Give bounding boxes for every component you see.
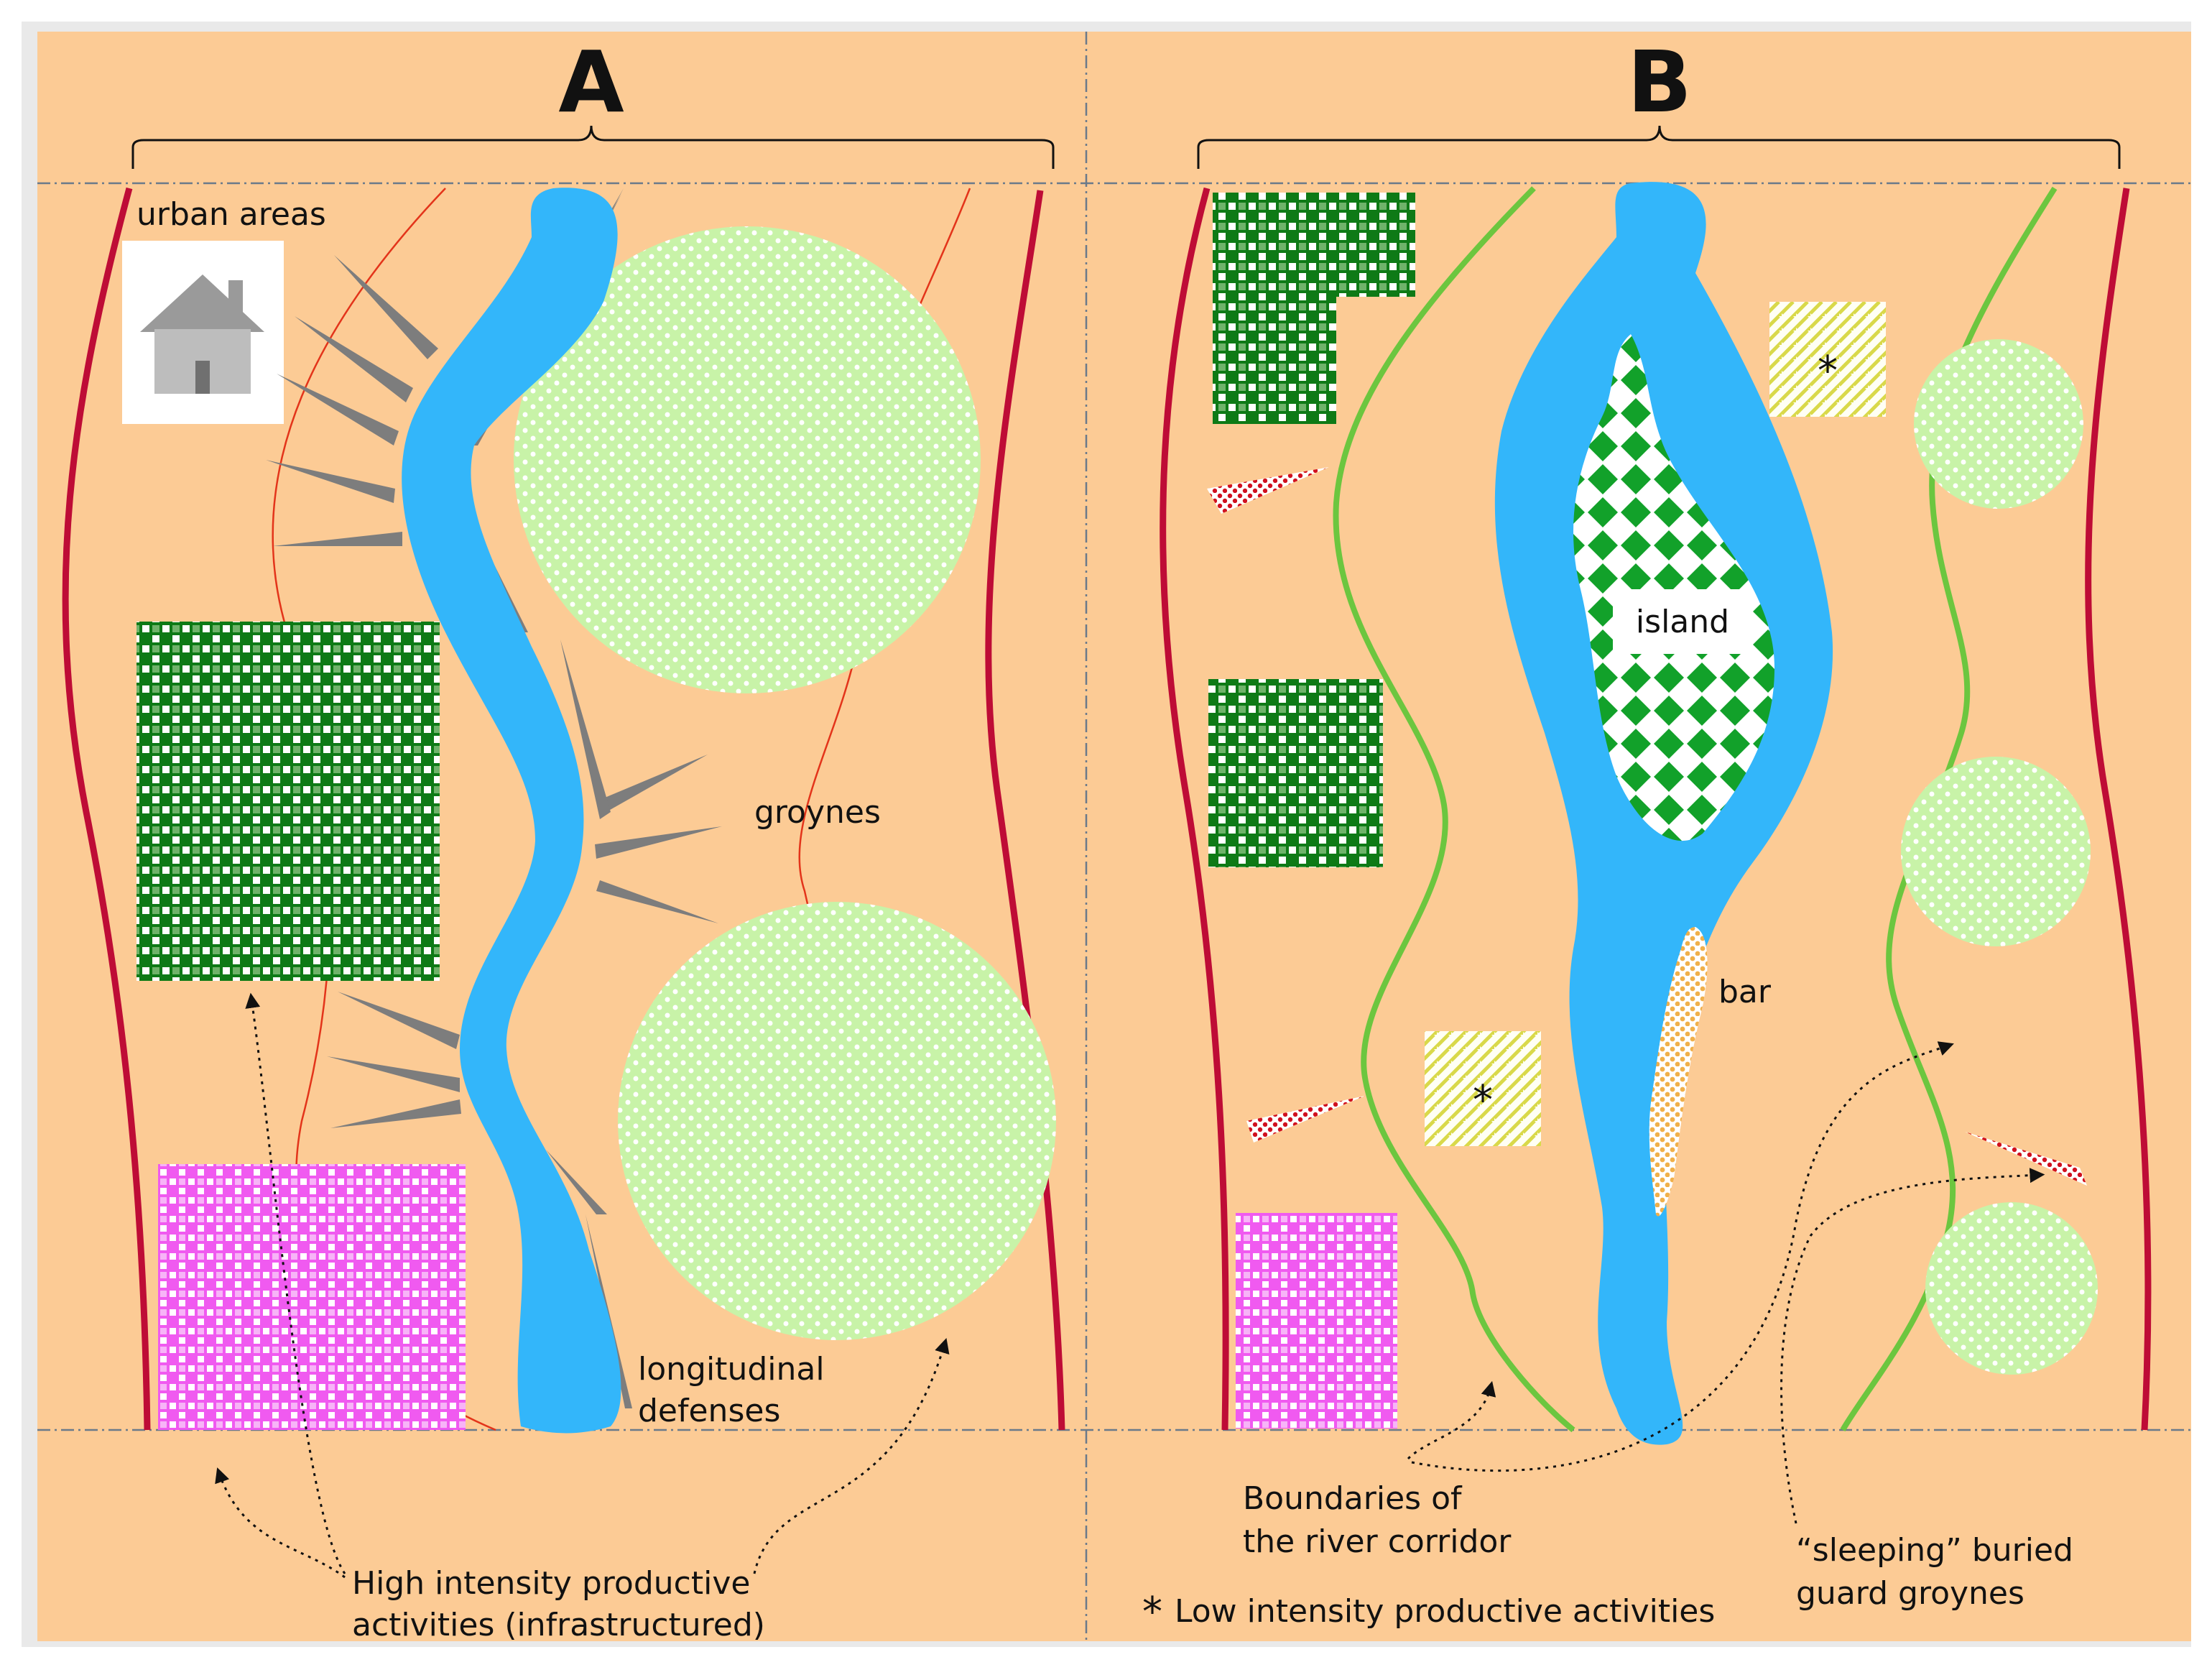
- high-intensity-label-line2: activities (infrastructured): [352, 1607, 765, 1643]
- low-intensity-symbol-2: *: [1473, 1077, 1493, 1124]
- levee-right-a: [985, 190, 1065, 1431]
- longitudinal-label-line2: defenses: [638, 1393, 780, 1429]
- longitudinal-label-line1: longitudinal: [638, 1351, 825, 1388]
- panel-b: B * *: [1142, 32, 2152, 1635]
- panel-b-heading: B: [1627, 32, 1692, 131]
- buried-groyne-3: [1965, 1132, 2087, 1186]
- high-intensity-area-dark-green-b3: [1208, 679, 1383, 867]
- boundaries-label-line2: the river corridor: [1243, 1523, 1512, 1560]
- high-intensity-area-circle-b2: [1901, 757, 2091, 946]
- panel-b-brace: [1197, 125, 2121, 169]
- high-intensity-area-circle-b3: [1925, 1202, 2098, 1375]
- buried-groyne-2: [1246, 1096, 1365, 1143]
- panel-a-brace: [131, 125, 1055, 169]
- high-intensity-area-circle-1: [514, 226, 981, 693]
- island-b: [1573, 334, 1774, 841]
- levee-left-a: [62, 187, 151, 1431]
- arrows-a: [215, 992, 950, 1579]
- groynes-label: groynes: [754, 794, 881, 831]
- high-intensity-area-magenta-a: [158, 1164, 466, 1430]
- island-label-box: [1613, 589, 1753, 654]
- urban-area-house: [122, 241, 284, 424]
- high-intensity-area-dark-green-b2: [1336, 193, 1415, 297]
- levee-right-b: [2085, 188, 2152, 1431]
- river-a: [402, 188, 621, 1434]
- arrows-b: [1407, 1041, 2045, 1524]
- boundaries-label-line1: Boundaries of: [1243, 1480, 1463, 1517]
- low-intensity-area-2: *: [1425, 1031, 1541, 1146]
- buried-groyne-1: [1207, 467, 1329, 514]
- levee-left-b: [1160, 187, 1229, 1431]
- high-intensity-area-circle-b1: [1914, 339, 2083, 509]
- bar-label: bar: [1718, 974, 1772, 1010]
- high-intensity-area-dark-green-b1: [1213, 193, 1336, 424]
- low-intensity-symbol-1: *: [1818, 348, 1838, 394]
- bar-b: [1649, 927, 1708, 1217]
- low-intensity-legend: Low intensity productive activities: [1175, 1593, 1715, 1630]
- panel-a-heading: A: [558, 32, 624, 131]
- corridor-boundary-left-b: [1333, 186, 1575, 1433]
- high-intensity-label-line1: High intensity productive: [352, 1565, 750, 1602]
- urban-areas-label: urban areas: [136, 196, 326, 233]
- high-intensity-area-magenta-b: [1236, 1213, 1397, 1429]
- low-intensity-legend-symbol: *: [1142, 1589, 1162, 1635]
- sleeping-groynes-label-line2: guard groynes: [1796, 1575, 2024, 1612]
- groynes-a: [266, 255, 722, 1128]
- sleeping-groynes-label-line1: “sleeping” buried: [1796, 1532, 2073, 1569]
- high-intensity-area-circle-2: [618, 902, 1056, 1340]
- island-label: island: [1636, 604, 1729, 640]
- panel-a: A: [62, 32, 1065, 1643]
- high-intensity-area-dark-green-a: [136, 622, 440, 981]
- low-intensity-area-1: *: [1769, 302, 1886, 417]
